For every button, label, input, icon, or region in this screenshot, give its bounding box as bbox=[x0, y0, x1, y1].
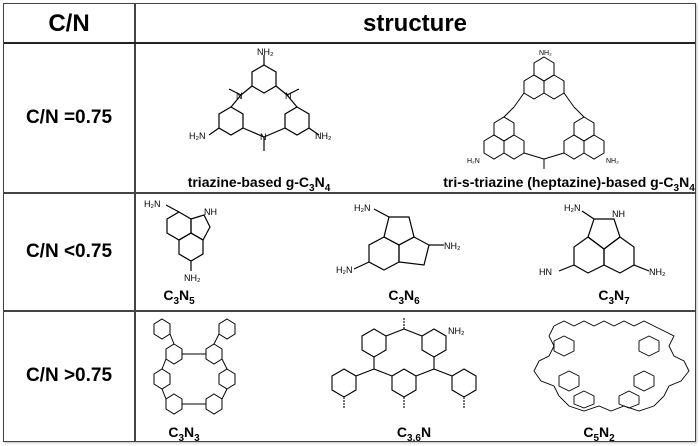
caption-triazine-gc3n4: triazine-based g-C3N4 bbox=[187, 174, 331, 194]
svg-text:H₂N: H₂N bbox=[336, 265, 353, 275]
row-label-less: C/N <0.75 bbox=[25, 241, 113, 262]
caption-c3n3: C3N3 bbox=[168, 424, 200, 444]
header-divider bbox=[4, 42, 695, 44]
row-divider bbox=[4, 192, 695, 194]
svg-text:H₂N: H₂N bbox=[189, 131, 206, 141]
svg-text:H₂N: H₂N bbox=[354, 203, 371, 213]
caption-c5n2: C5N2 bbox=[583, 424, 615, 444]
svg-text:H₂N: H₂N bbox=[564, 203, 581, 213]
caption-c36n: C3.6N bbox=[396, 424, 432, 444]
caption-c3n7: C3N7 bbox=[598, 287, 630, 307]
svg-text:H₂N: H₂N bbox=[467, 158, 480, 165]
svg-text:NH₂: NH₂ bbox=[257, 47, 274, 57]
svg-text:NH: NH bbox=[612, 209, 625, 219]
c5n2-structure bbox=[533, 320, 690, 412]
header-cn: C/N bbox=[48, 9, 90, 37]
svg-text:H₂N: H₂N bbox=[144, 199, 161, 209]
svg-text:NH₂: NH₂ bbox=[315, 131, 332, 141]
svg-text:N: N bbox=[260, 132, 267, 142]
svg-text:NH₂: NH₂ bbox=[184, 273, 201, 283]
svg-text:NH₂: NH₂ bbox=[444, 241, 461, 251]
svg-text:NH₂: NH₂ bbox=[539, 50, 552, 57]
triazine-gc3n4-structure: NH₂ N N N H₂N NH₂ bbox=[189, 47, 332, 151]
caption-c3n5: C3N5 bbox=[163, 287, 195, 307]
column-divider bbox=[134, 4, 136, 441]
caption-c3n6: C3N6 bbox=[388, 287, 420, 307]
cn-structure-table: C/N structure C/N =0.75 C/N <0.75 C/N >0… bbox=[3, 3, 696, 444]
svg-text:N: N bbox=[236, 91, 243, 101]
heptazine-gc3n4-structure: NH₂ H₂N NH₂ bbox=[467, 50, 619, 169]
header-structure: structure bbox=[362, 9, 468, 37]
svg-text:NH₂: NH₂ bbox=[448, 326, 465, 336]
c3n3-structure bbox=[153, 318, 236, 415]
c3n5-structure: H₂N NH NH₂ bbox=[144, 199, 217, 283]
row-label-greater: C/N >0.75 bbox=[25, 365, 113, 386]
c3n7-structure: H₂N NH HN NH₂ bbox=[539, 203, 666, 277]
svg-text:NH: NH bbox=[204, 207, 217, 217]
c36n-structure: NH₂ bbox=[331, 317, 477, 409]
svg-text:N: N bbox=[285, 91, 292, 101]
svg-text:HN: HN bbox=[539, 267, 552, 277]
svg-text:NH₂: NH₂ bbox=[649, 267, 666, 277]
svg-text:NH₂: NH₂ bbox=[606, 158, 619, 165]
row-divider bbox=[4, 310, 695, 312]
row-label-equal: C/N =0.75 bbox=[25, 107, 113, 128]
c3n6-structure: H₂N NH₂ H₂N bbox=[336, 203, 461, 275]
caption-heptazine-gc3n4: tri-s-triazine (heptazine)-based g-C3N4 bbox=[443, 174, 695, 194]
